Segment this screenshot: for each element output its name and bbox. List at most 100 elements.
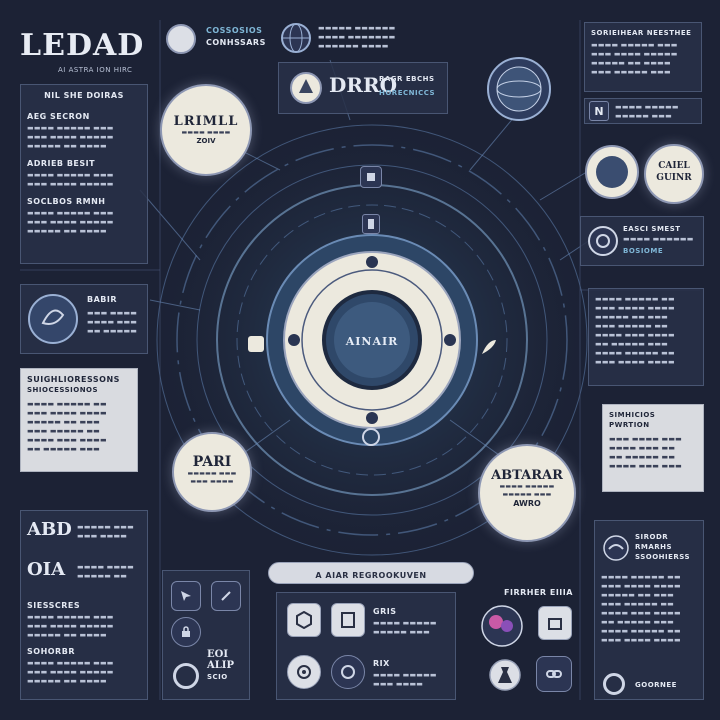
bottom-mid-b-panel: GRIS ▬▬▬▬ ▬▬▬▬▬▬▬▬▬▬ ▬▬▬ RIX ▬▬▬▬ ▬▬▬▬▬▬… — [276, 592, 456, 700]
target-icon[interactable] — [331, 655, 365, 689]
bottom-mid-c-title: FIRRHER EIIIA — [504, 588, 573, 597]
top-mid-panel: DRRO RAGR EBCHS HORECNICCS — [278, 62, 448, 114]
left-top-panel: NIL SHE DOIRAS AEG SECRON ▬▬▬▬ ▬▬▬▬▬ ▬▬▬… — [20, 84, 148, 264]
globe-icon[interactable] — [280, 22, 312, 54]
bottom-mid-a-head: SCIO — [207, 673, 228, 681]
right-pair-badge-title: CAIEL GUINR — [656, 161, 692, 183]
flower-icon[interactable] — [480, 604, 524, 648]
left-top-panel-head2: ADRIEB BESIT — [27, 159, 96, 168]
right-light-title: SIMHICIOS — [609, 411, 656, 419]
left-light-panel-sub: SHIOCESSIONOS — [27, 386, 99, 394]
bottom-mid-b-lines: ▬▬▬▬ ▬▬▬▬▬▬▬▬▬▬ ▬▬▬ — [373, 619, 437, 636]
right-n-lines: ▬▬▬▬ ▬▬▬▬▬▬▬▬▬▬ ▬▬▬ — [615, 103, 679, 120]
bottom-mid-b-sub: RIX — [373, 659, 390, 668]
top-left-badge-sub: ZOIV — [196, 137, 216, 145]
right-mid-lines: ▬▬▬▬ ▬▬▬▬▬▬ — [623, 235, 694, 243]
leaf-emblem-icon — [28, 294, 78, 344]
left-top-panel-head3: SOCLBOS RMNH — [27, 197, 106, 206]
top-left-badge-title: LRIMLL — [173, 114, 239, 129]
right-bottom-title3: SSOOHIERSS — [635, 553, 691, 561]
right-bottom-panel: SIRODR RMARHS SSOOHIERSS ▬▬▬▬ ▬▬▬▬▬ ▬▬▬▬… — [594, 520, 704, 700]
top-center-title2: CONHSSARS — [206, 38, 266, 47]
left-light-panel: SUIGHLIORESSONS SHIOCESSIONOS ▬▬▬▬ ▬▬▬▬▬… — [20, 368, 138, 472]
right-n-panel: N ▬▬▬▬ ▬▬▬▬▬▬▬▬▬▬ ▬▬▬ — [584, 98, 702, 124]
top-left-badge-lines: ▬▬▬▬ ▬▬▬▬ — [181, 129, 231, 136]
left-top-panel-lines2: ▬▬▬▬ ▬▬▬▬▬ ▬▬▬▬▬▬ ▬▬▬▬ ▬▬▬▬▬ — [27, 171, 114, 188]
cycle-icon — [588, 226, 618, 256]
book-icon[interactable] — [331, 603, 365, 637]
right-bottom-title1: SIRODR — [635, 533, 669, 541]
left-bottom-head1: SIESSCRES — [27, 601, 81, 610]
n-badge-icon[interactable]: N — [589, 101, 609, 121]
gear-icon[interactable] — [287, 655, 321, 689]
right-n-title: N — [594, 104, 604, 118]
right-info-lines: ▬▬▬▬ ▬▬▬▬▬ ▬▬▬▬▬ ▬▬▬▬ ▬▬▬▬▬▬▬▬▬ ▬▬ ▬▬▬▬▬… — [595, 295, 675, 366]
right-bottom-footer: GOORNEE — [635, 681, 677, 689]
top-mid-sub: HORECNICCS — [379, 89, 436, 97]
right-pair-badge[interactable]: CAIEL GUINR — [644, 144, 704, 204]
left-hand-icon[interactable] — [248, 336, 264, 352]
flask-icon[interactable] — [488, 658, 522, 692]
chain-icon[interactable] — [536, 656, 572, 692]
planet-icon[interactable] — [486, 56, 552, 122]
orbit-node-bottom-icon[interactable] — [362, 428, 380, 446]
bottom-mid-a-ring-icon[interactable] — [173, 663, 199, 689]
right-top-panel-lines: ▬▬▬▬ ▬▬▬▬▬ ▬▬▬▬▬▬ ▬▬▬▬ ▬▬▬▬▬▬▬▬▬▬ ▬▬ ▬▬▬… — [591, 41, 678, 76]
orbit-node-upper-icon[interactable] — [362, 214, 380, 234]
left-mid-panel-title: BABIR — [87, 295, 118, 304]
orbit-node-top-icon[interactable] — [360, 166, 382, 188]
right-top-panel-title: SORIEIHEAR NEESTHEE — [591, 29, 692, 37]
right-top-panel: SORIEIHEAR NEESTHEE ▬▬▬▬ ▬▬▬▬▬ ▬▬▬▬▬▬ ▬▬… — [584, 22, 702, 92]
top-mid-title: RAGR EBCHS — [379, 75, 435, 83]
right-bottom-ring-icon[interactable] — [603, 673, 625, 695]
left-bottom-panel: ABD ▬▬▬▬▬ ▬▬▬▬▬▬ ▬▬▬▬ OIA ▬▬▬▬ ▬▬▬▬▬▬▬▬▬… — [20, 510, 148, 700]
cursor-icon[interactable] — [171, 581, 201, 611]
center-label: AINAIR — [345, 335, 399, 348]
tree-emblem-icon — [290, 72, 322, 104]
moon-globe-icon[interactable] — [584, 144, 640, 200]
bottom-mid-b-lines2: ▬▬▬▬ ▬▬▬▬▬▬▬▬ ▬▬▬▬ — [373, 671, 437, 688]
left-mid-panel-lines: ▬▬▬ ▬▬▬▬▬▬▬▬ ▬▬▬▬▬ ▬▬▬▬▬ — [87, 309, 138, 335]
logo-title: LEDAD — [20, 28, 145, 63]
bar-label-text: A AIAR REGROOKUVEN — [315, 571, 427, 580]
top-center-lines: ▬▬▬▬▬ ▬▬▬▬▬▬▬▬▬▬ ▬▬▬▬▬▬▬▬▬▬▬▬▬ ▬▬▬▬ — [318, 24, 396, 50]
left-bottom-big1: ABD — [27, 519, 72, 540]
right-mid-panel: EASCI SMEST ▬▬▬▬ ▬▬▬▬▬▬ BOSIOME — [580, 216, 704, 266]
left-top-panel-lines: ▬▬▬▬ ▬▬▬▬▬ ▬▬▬▬▬▬ ▬▬▬▬ ▬▬▬▬▬▬▬▬▬▬ ▬▬ ▬▬▬… — [27, 124, 114, 150]
box-icon[interactable] — [538, 606, 572, 640]
left-top-panel-lines3: ▬▬▬▬ ▬▬▬▬▬ ▬▬▬▬▬▬ ▬▬▬▬ ▬▬▬▬▬▬▬▬▬▬ ▬▬ ▬▬▬… — [27, 209, 114, 235]
right-bottom-title2: RMARHS — [635, 543, 673, 551]
central-disc-graphic — [266, 234, 478, 446]
lock-icon[interactable] — [171, 617, 201, 647]
bottom-right-badge[interactable]: ABTARAR ▬▬▬▬ ▬▬▬▬▬▬▬▬▬▬ ▬▬▬ AWRO — [478, 444, 576, 542]
left-light-panel-lines: ▬▬▬▬ ▬▬▬▬▬ ▬▬▬▬▬ ▬▬▬▬ ▬▬▬▬▬▬▬▬▬ ▬▬ ▬▬▬▬▬… — [27, 400, 107, 453]
bottom-mid-b-title: GRIS — [373, 607, 397, 616]
bottom-right-badge-sub: AWRO — [513, 499, 541, 508]
top-mid-big: DRRO — [329, 73, 398, 97]
right-feather-icon[interactable] — [478, 336, 500, 358]
right-light-lines: ▬▬▬ ▬▬▬▬ ▬▬▬▬▬▬▬ ▬▬▬ ▬▬▬▬ ▬▬▬▬▬ ▬▬▬▬▬▬ ▬… — [609, 435, 682, 470]
right-mid-title: EASCI SMEST — [623, 225, 681, 233]
hexagon-icon[interactable] — [287, 603, 321, 637]
bottom-left-badge[interactable]: PARI ▬▬▬▬▬ ▬▬▬▬▬▬ ▬▬▬▬ — [172, 432, 252, 512]
right-light-panel: SIMHICIOS PWRTION ▬▬▬ ▬▬▬▬ ▬▬▬▬▬▬▬ ▬▬▬ ▬… — [602, 404, 704, 492]
logo-subtitle: AI ASTRA ION HIRC — [58, 66, 133, 74]
left-bottom-lines2: ▬▬▬▬ ▬▬▬▬▬▬▬▬▬ ▬▬ — [77, 563, 134, 580]
bottom-left-badge-lines: ▬▬▬▬▬ ▬▬▬▬▬▬ ▬▬▬▬ — [187, 470, 237, 485]
left-bottom-lines4: ▬▬▬▬ ▬▬▬▬▬ ▬▬▬▬▬▬ ▬▬▬▬ ▬▬▬▬▬▬▬▬▬▬ ▬▬ ▬▬▬… — [27, 659, 114, 685]
pen-icon[interactable] — [211, 581, 241, 611]
left-top-panel-title: NIL SHE DOIRAS — [44, 91, 124, 100]
bird-icon — [603, 535, 629, 561]
bottom-left-badge-title: PARI — [192, 454, 232, 470]
top-left-badge[interactable]: LRIMLL ▬▬▬▬ ▬▬▬▬ ZOIV — [160, 84, 252, 176]
left-bottom-big2: OIA — [27, 559, 66, 580]
top-shield-icon[interactable] — [166, 24, 196, 54]
left-bottom-lines3: ▬▬▬▬ ▬▬▬▬▬ ▬▬▬▬▬▬ ▬▬▬▬ ▬▬▬▬▬▬▬▬▬▬ ▬▬ ▬▬▬… — [27, 613, 114, 639]
bar-label-pill[interactable]: A AIAR REGROOKUVEN — [268, 562, 474, 584]
bottom-right-badge-title: ABTARAR — [491, 468, 563, 483]
bottom-mid-a-panel: EOI ALIP SCIO — [162, 570, 250, 700]
right-mid-sub: BOSIOME — [623, 247, 664, 255]
right-info-panel: ▬▬▬▬ ▬▬▬▬▬ ▬▬▬▬▬ ▬▬▬▬ ▬▬▬▬▬▬▬▬▬ ▬▬ ▬▬▬▬▬… — [588, 288, 704, 386]
top-center-title1: COSSOSIOS — [206, 26, 263, 35]
bottom-mid-a-big: EOI ALIP — [207, 649, 234, 671]
